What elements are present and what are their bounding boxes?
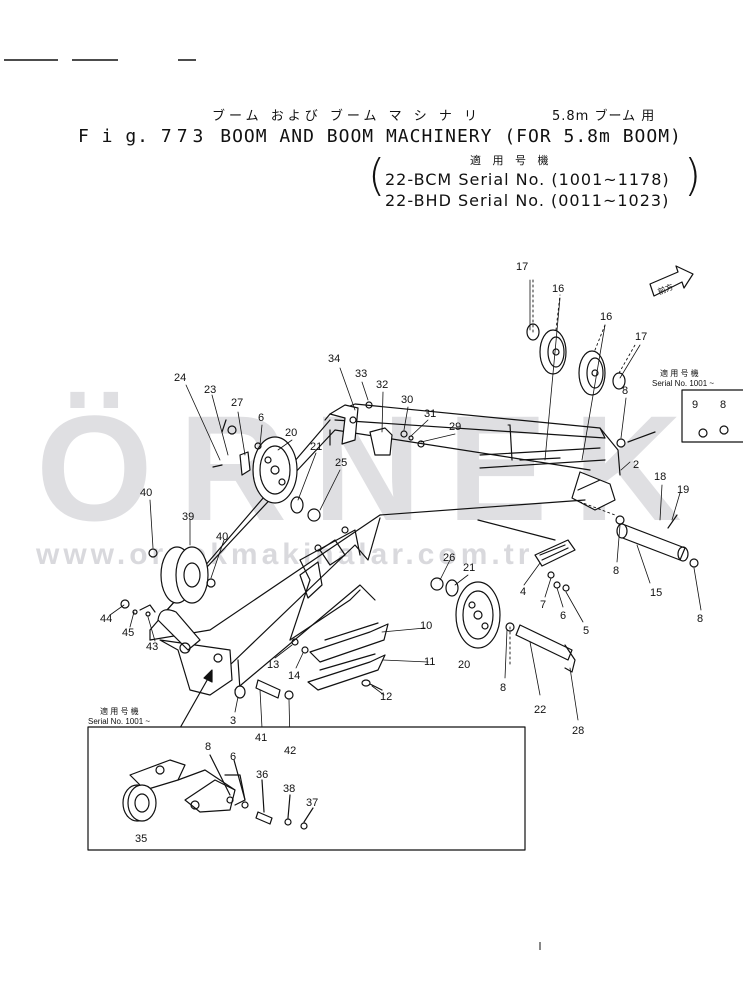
callout: 5 <box>583 625 589 637</box>
callout: 2 <box>633 459 639 471</box>
callout: 32 <box>376 379 388 391</box>
callout: 44 <box>100 613 112 625</box>
pulley-20-left <box>252 436 321 522</box>
callout: 37 <box>306 797 318 809</box>
callout-labels: 17 16 16 17 24 23 27 6 20 34 33 32 30 31… <box>100 261 726 845</box>
inset-bottom-left-label: Serial No. 1001 ~ <box>88 717 150 726</box>
serial-line-1: 22-BCM Serial No. (1001~1178) <box>385 170 670 189</box>
serial-line-2: 22-BHD Serial No. (0011~1023) <box>385 191 670 210</box>
callout: 4 <box>520 586 526 598</box>
header-rule-marks <box>4 59 196 61</box>
callout: 10 <box>420 620 432 632</box>
callout: 36 <box>256 769 268 781</box>
figure-prefix: F i g. <box>78 126 150 147</box>
jp-applicable-models: 適 用 号 機 <box>470 154 553 167</box>
callout: 15 <box>650 587 662 599</box>
callout: 26 <box>443 552 455 564</box>
direction-arrow-icon: 前方 <box>649 265 694 297</box>
wear-pads-10-11 <box>307 622 389 691</box>
callout: 20 <box>285 427 297 439</box>
callout: 11 <box>424 656 435 668</box>
pulley-39 <box>148 546 216 604</box>
callout: 24 <box>174 372 186 384</box>
callout: 21 <box>310 441 322 453</box>
callout: 40 <box>140 487 152 499</box>
figure-title: F i g. 773 BOOM AND BOOM MACHINERY (FOR … <box>78 126 682 147</box>
bracket-left: ( <box>368 150 386 201</box>
pulley-16-right <box>578 350 626 396</box>
callout: 42 <box>284 745 296 757</box>
callout: 16 <box>600 311 612 323</box>
inset-bottom-left-label-jp: 適 用 号 機 <box>100 706 139 716</box>
callout: 9 <box>692 399 698 411</box>
jp-title: ブーム および ブーム マ シ ナ リ <box>212 109 482 124</box>
callout: 20 <box>458 659 470 671</box>
callout: 38 <box>283 783 295 795</box>
pulley-20-right <box>430 577 501 649</box>
callout: 18 <box>654 471 666 483</box>
callout: 43 <box>146 641 158 653</box>
callout: 8 <box>622 385 628 397</box>
inset-box-bottom-left <box>87 726 526 851</box>
callout: 39 <box>182 511 194 523</box>
callout: 35 <box>135 833 147 845</box>
callout: 6 <box>258 412 264 424</box>
callout: 23 <box>204 384 216 396</box>
figure-number: 773 <box>160 126 209 147</box>
callout: 45 <box>122 627 134 639</box>
bracket-right: ) <box>684 150 702 201</box>
inset-top-right-label-jp: 適 用 号 機 <box>660 368 699 378</box>
callout: 33 <box>355 368 367 380</box>
callout: 41 <box>255 732 267 744</box>
callout: 17 <box>635 331 647 343</box>
callout: 17 <box>516 261 528 273</box>
callout: 8 <box>205 741 211 753</box>
callout: 14 <box>288 670 300 682</box>
callout: 6 <box>560 610 566 622</box>
callout: 13 <box>267 659 279 671</box>
callout: 19 <box>677 484 689 496</box>
callout: 12 <box>380 691 392 703</box>
callout: 3 <box>230 715 236 727</box>
shaft-15 <box>616 514 689 562</box>
inset-top-right-label: Serial No. 1001 ~ <box>652 379 714 388</box>
callout: 27 <box>231 397 243 409</box>
callout: 31 <box>424 408 436 420</box>
shaft-22 <box>515 624 576 673</box>
callout: 16 <box>552 283 564 295</box>
callout: 8 <box>720 399 726 411</box>
callout: 30 <box>401 394 413 406</box>
callout: 22 <box>534 704 546 716</box>
callout: 7 <box>540 599 546 611</box>
callout: 21 <box>463 562 475 574</box>
figure-title-text: BOOM AND BOOM MACHINERY (FOR 5.8m BOOM) <box>220 126 682 147</box>
callout: 40 <box>216 531 228 543</box>
jp-subtitle: 5.8m ブーム 用 <box>552 109 656 124</box>
callout: 34 <box>328 353 340 365</box>
callout: 8 <box>500 682 506 694</box>
callout: 29 <box>449 421 461 433</box>
callout: 8 <box>697 613 703 625</box>
callout: 6 <box>230 751 236 763</box>
inset-box-top-right <box>681 389 743 443</box>
callout: 25 <box>335 457 347 469</box>
callout: 28 <box>572 725 584 737</box>
callout: 8 <box>613 565 619 577</box>
